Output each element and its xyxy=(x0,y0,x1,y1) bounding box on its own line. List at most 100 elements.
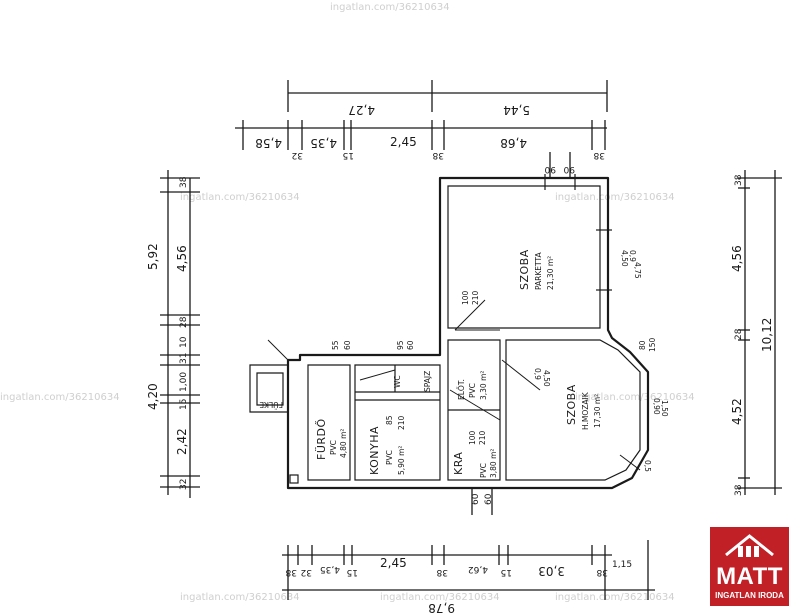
room-area: 4,80 m² xyxy=(339,429,348,458)
door-swings xyxy=(267,299,641,471)
room-floor: PVC xyxy=(468,383,477,398)
room-name-furdo: FÜRDŐ xyxy=(314,418,328,460)
dim-label: 32 xyxy=(179,479,189,490)
watermark: ingatlan.com/36210634 xyxy=(180,592,300,603)
room-area: 3,30 m² xyxy=(479,371,488,400)
watermark: ingatlan.com/36210634 xyxy=(380,592,500,603)
room-name-kamra: KRA xyxy=(452,452,465,475)
dim-label: 4,68 xyxy=(500,136,527,150)
opening-label: 210 xyxy=(471,290,480,305)
opening-label: 95 xyxy=(396,340,405,350)
room-name-fulke: FÜLKE xyxy=(259,400,283,409)
opening-label: 4,75 xyxy=(633,262,642,279)
dim-label: 32 xyxy=(301,567,312,577)
room-floor-area: 3,80 m² xyxy=(489,449,498,478)
opening-labels: 100 210 95 60 55 60 85 210 100 210 0,9 4… xyxy=(331,250,669,472)
dim-label: 4,56 xyxy=(730,245,744,272)
watermark: ingatlan.com/36210634 xyxy=(180,192,300,203)
watermark-layer: ingatlan.com/36210634 ingatlan.com/36210… xyxy=(0,2,695,603)
watermark: ingatlan.com/36210634 xyxy=(555,192,675,203)
dim-label: 38 xyxy=(734,484,744,496)
top-dimensions: 4,27 5,44 4,58 32 4,35 15 2,45 38 4,68 3… xyxy=(235,80,608,178)
dim-label: 4,62 xyxy=(468,564,488,574)
dim-label: 10 xyxy=(179,336,189,348)
dim-label: 38 xyxy=(436,567,448,577)
dim-label: 5,92 xyxy=(146,243,160,270)
room-name-szoba: SZOBA xyxy=(565,384,578,425)
room-floor: PVC xyxy=(479,463,488,478)
opening-label: 0,9 xyxy=(533,368,542,380)
dim-label: 38 xyxy=(285,567,297,577)
dim-label: 15 xyxy=(343,150,354,160)
dim-label: 4,52 xyxy=(730,398,744,425)
room-name-szoba: SZOBA xyxy=(518,249,531,290)
dim-label: 60 xyxy=(471,493,481,505)
logo-subtitle: INGATLAN IRODA xyxy=(715,591,784,600)
left-dimensions: 5,92 38 4,56 28 10 31 1,00 15 2,42 32 4,… xyxy=(146,170,200,498)
opening-label: 210 xyxy=(478,430,487,445)
opening-label: 4,50 xyxy=(542,370,551,387)
opening-label: 60 xyxy=(343,340,352,350)
logo-brand: MATT xyxy=(716,563,783,590)
dim-label: 38 xyxy=(179,176,189,188)
opening-label: 150 xyxy=(648,337,657,352)
dim-label: 38 xyxy=(432,150,444,160)
opening-label: 0,5 xyxy=(643,460,652,472)
dim-label: 28 xyxy=(734,328,744,340)
room-name-eloter: ELŐT. xyxy=(457,379,466,400)
opening-label: 60 xyxy=(406,340,415,350)
opening-label: 80 xyxy=(638,340,647,350)
dim-label: 4,56 xyxy=(175,245,189,272)
dim-label: 38 xyxy=(596,567,608,577)
dim-label: 2,45 xyxy=(390,135,417,149)
dim-label: 38 xyxy=(734,174,744,186)
dim-label: 9,78 xyxy=(428,601,455,615)
dim-label: 5,44 xyxy=(503,103,530,117)
room-name-wc: WC xyxy=(393,375,402,388)
matt-logo: MATT INGATLAN IRODA xyxy=(710,527,789,606)
room-labels: SZOBA PARKETTA 21,30 m² SZOBA H.MOZAIK 1… xyxy=(259,249,602,478)
dim-label: 15 xyxy=(501,567,512,577)
dim-label: 60 xyxy=(484,493,494,505)
dim-label: 2,42 xyxy=(175,428,189,455)
dim-label: 4,35 xyxy=(310,136,337,150)
room-floor: PVC xyxy=(329,440,338,455)
dim-label: 90 xyxy=(544,164,556,174)
opening-label: 1,50 xyxy=(660,400,669,417)
dim-label: 1,00 xyxy=(179,372,189,392)
opening-label: 4,50 xyxy=(620,250,629,267)
watermark: ingatlan.com/36210634 xyxy=(330,2,450,13)
room-area: 5,90 m² xyxy=(397,446,406,475)
dim-label: 10,12 xyxy=(760,318,774,352)
opening-label: 100 xyxy=(461,290,470,305)
room-area: 17,30 m² xyxy=(593,394,602,428)
watermark: ingatlan.com/36210634 xyxy=(0,392,120,403)
opening-label: 85 xyxy=(385,415,394,425)
dim-label: 3,03 xyxy=(538,564,565,578)
opening-label: 210 xyxy=(397,415,406,430)
opening-label: 55 xyxy=(331,340,340,350)
dim-label: 1,15 xyxy=(612,560,632,570)
walls xyxy=(249,174,650,490)
room-name-konyha: KONYHA xyxy=(368,426,381,475)
right-dimensions: 38 4,56 28 4,52 38 10,12 xyxy=(730,170,782,496)
dim-label: 4,20 xyxy=(146,383,160,410)
dim-label: 2,45 xyxy=(380,556,407,570)
dim-label: 38 xyxy=(593,150,605,160)
watermark: ingatlan.com/36210634 xyxy=(555,592,675,603)
dim-label: 90 xyxy=(563,164,575,174)
opening-label: 100 xyxy=(468,430,477,445)
dim-label: 15 xyxy=(347,567,358,577)
dim-label: 15 xyxy=(179,399,189,410)
dim-label: 4,58 xyxy=(255,136,282,150)
house-roof-icon xyxy=(725,534,774,557)
room-floor: PARKETTA xyxy=(534,252,543,290)
watermark: ingatlan.com/36210634 xyxy=(575,392,695,403)
dim-label: 4,35 xyxy=(320,564,340,574)
dim-label: 28 xyxy=(179,316,189,328)
room-area: 21,30 m² xyxy=(546,256,555,290)
opening-label: 0,9 xyxy=(628,250,637,262)
room-floor: H.MOZAIK xyxy=(581,391,590,430)
opening-label: 0,90 xyxy=(652,398,661,415)
